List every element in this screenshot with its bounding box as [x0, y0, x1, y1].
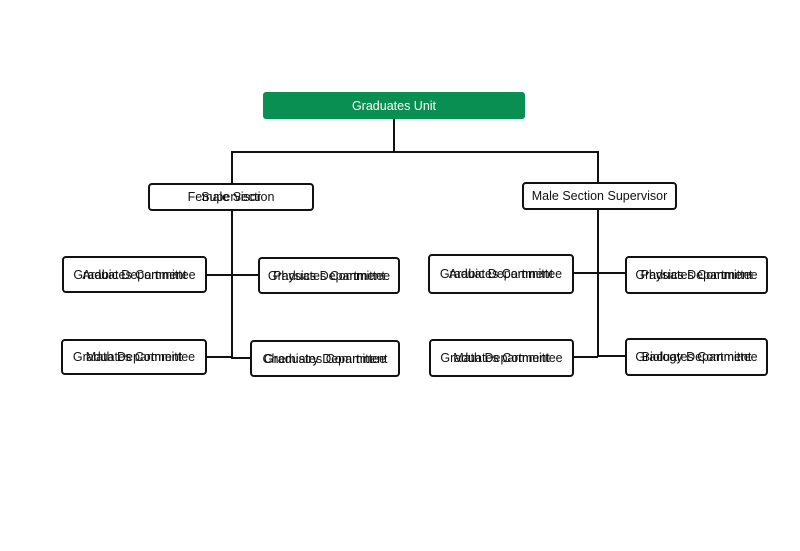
- node-label-line-2: Graduates Committee: [439, 267, 563, 281]
- female-section-supervisor-node: Female Section Supervisor: [148, 183, 314, 211]
- node-label: Graduates Unit: [351, 98, 437, 113]
- node-label-line-1: Physics Department: [640, 268, 753, 282]
- node-label-line-2: Graduates Committee: [263, 351, 387, 366]
- node-label-line-2: Graduates Committee: [635, 268, 758, 282]
- node-label: Male Section Supervisor: [531, 189, 668, 203]
- male-math-committee-node: Math Department Graduates Committee: [429, 339, 574, 377]
- node-label-line-1: Physics Department: [273, 268, 385, 283]
- male-biology-committee-node: Biology Department Graduates Committee: [625, 338, 768, 376]
- node-label-line-2: Graduates Committee: [635, 350, 758, 364]
- node-label-line-1: Biology Department: [641, 350, 752, 364]
- node-label-line-1: Arabic Department: [448, 267, 554, 281]
- node-label-line-1: Female Section: [187, 190, 275, 204]
- node-label-line-1: Arabic Department: [82, 267, 187, 282]
- node-label-line-2: Supervisor: [201, 190, 261, 204]
- node-label-line-1: Math Department: [85, 350, 183, 364]
- female-physics-committee-node: Physics Department Graduates Committee: [258, 257, 400, 294]
- node-label-line-2: Graduates Committee: [440, 351, 563, 365]
- male-section-supervisor-node: Male Section Supervisor: [522, 182, 677, 210]
- female-math-committee-node: Math Department Graduates Committee: [61, 339, 207, 375]
- node-label-line-1: Chemistry Department: [262, 351, 388, 366]
- node-label-line-2: Graduates Committee: [72, 350, 196, 364]
- node-label-line-2: Graduates Committee: [73, 267, 196, 282]
- female-arabic-committee-node: Arabic Department Graduates Committee: [62, 256, 207, 293]
- node-label-line-2: Graduates Committee: [267, 268, 391, 283]
- male-arabic-committee-node: Arabic Department Graduates Committee: [428, 254, 574, 294]
- graduates-unit-node: Graduates Unit: [263, 92, 525, 119]
- male-physics-committee-node: Physics Department Graduates Committee: [625, 256, 768, 294]
- node-label-line-1: Math Department: [453, 351, 550, 365]
- female-chemistry-committee-node: Chemistry Department Graduates Committee: [250, 340, 400, 377]
